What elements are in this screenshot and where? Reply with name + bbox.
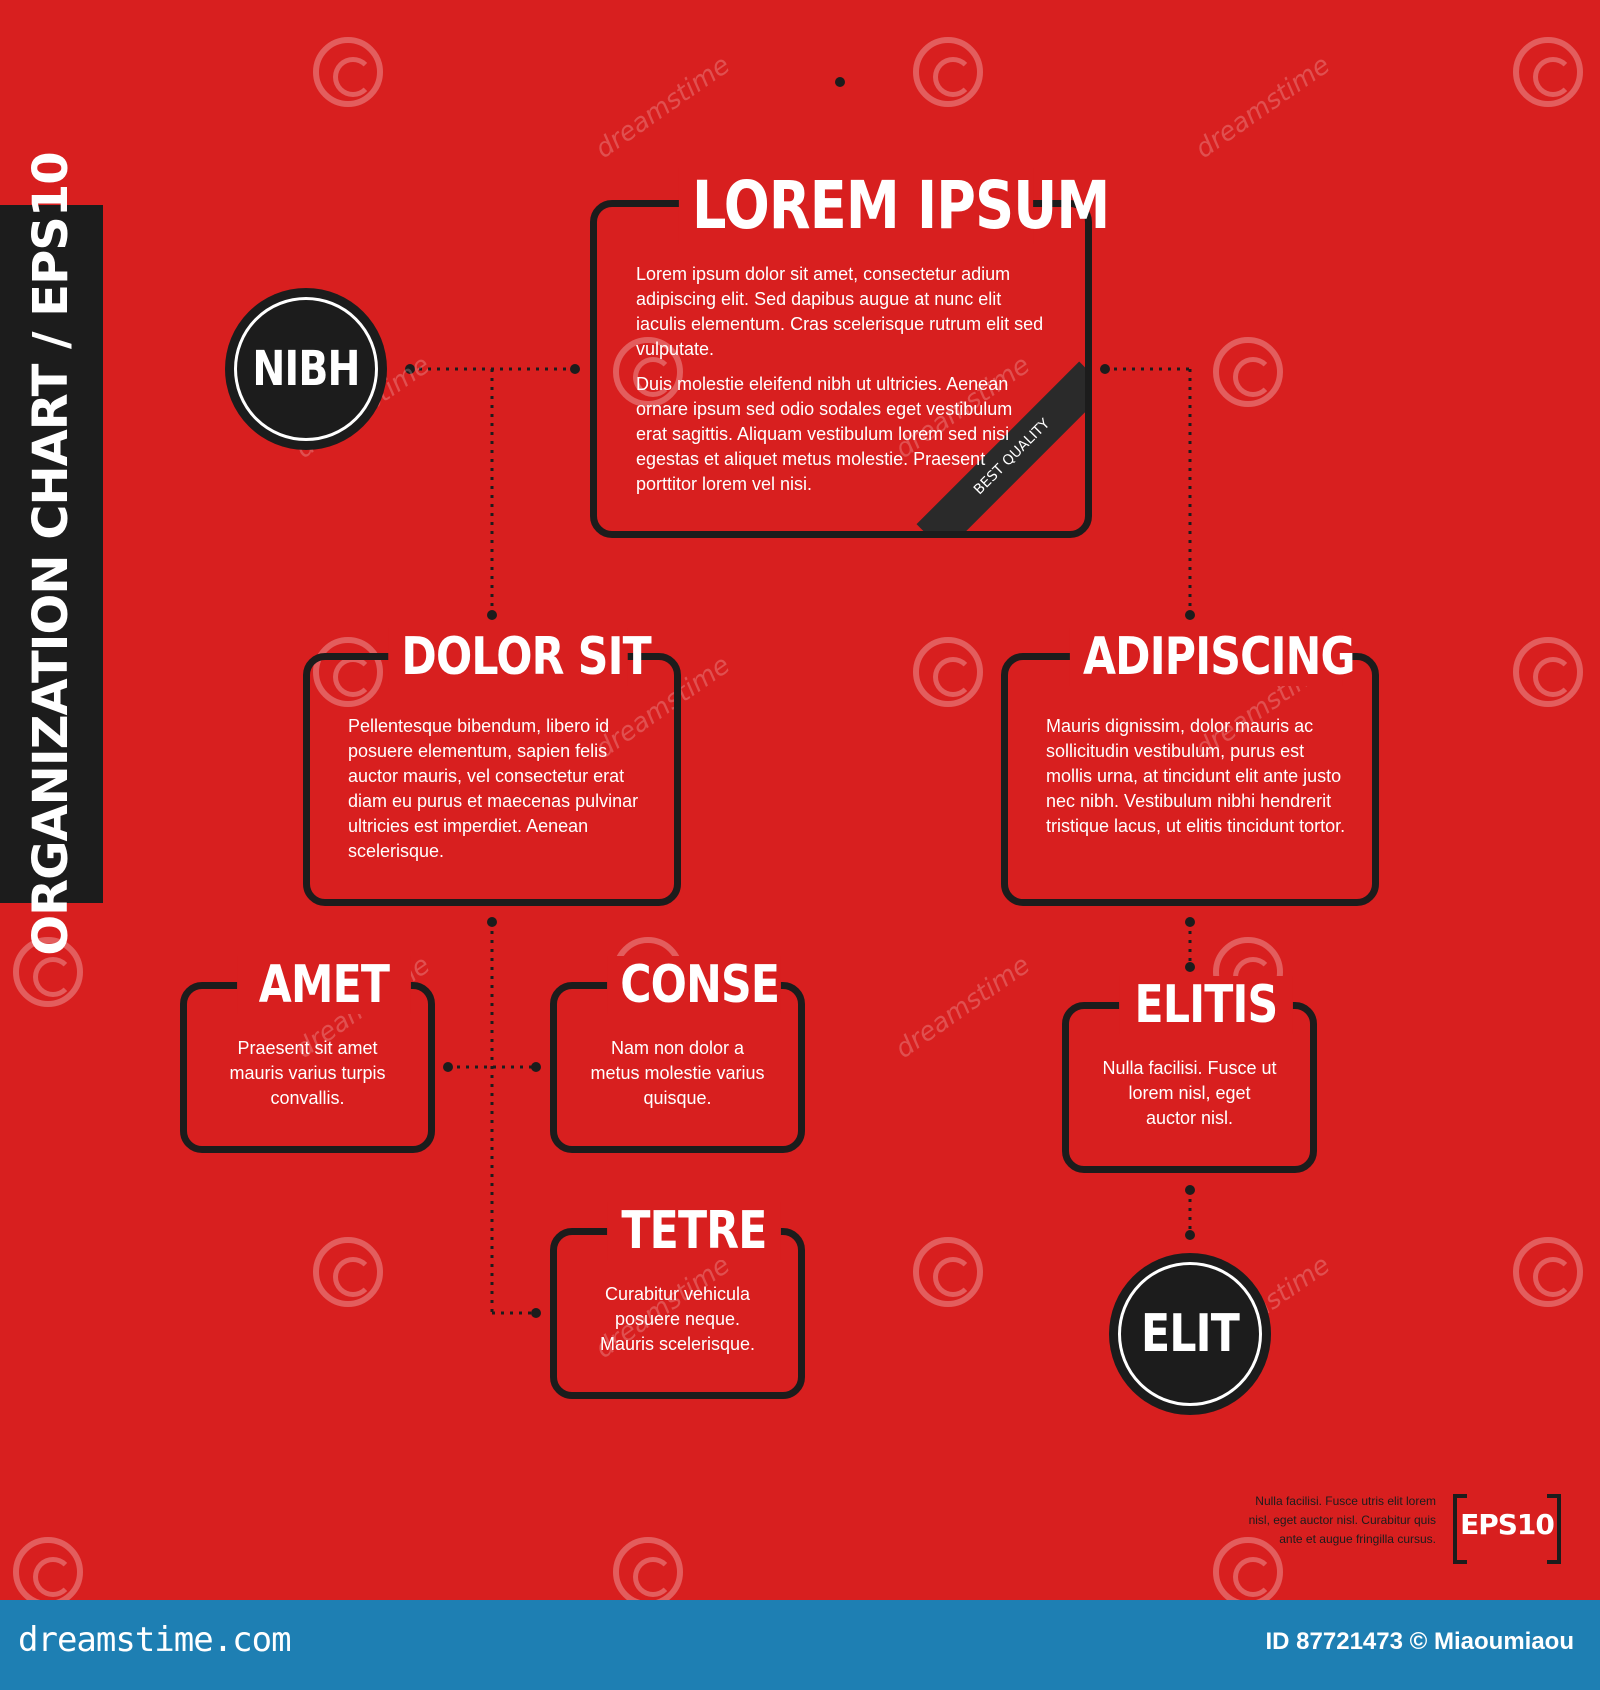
watermark-swirl-icon: [913, 1237, 983, 1307]
org-chart-canvas: dreamstime dreamstime dreamstime dreamst…: [0, 0, 1600, 1600]
eps-badge-label: EPS10: [1460, 1508, 1555, 1541]
node-title: ELITIS: [1119, 976, 1293, 1034]
side-title: ORGANIZATION CHART / EPS10: [23, 152, 79, 956]
node-body: Praesent sit amet mauris varius turpis c…: [229, 1038, 386, 1108]
node-body: Nulla facilisi. Fusce ut lorem nisl, ege…: [1102, 1058, 1277, 1128]
node-title: DOLOR SIT: [388, 628, 652, 686]
watermark-swirl-icon: [613, 1537, 683, 1600]
node-title: CONSE: [607, 956, 781, 1014]
watermark-swirl-icon: [1213, 1537, 1283, 1600]
node-body: Mauris dignissim, dolor mauris ac sollic…: [1046, 716, 1346, 836]
circle-label: ELIT: [1141, 1304, 1240, 1364]
node-body: Duis molestie eleifend nibh ut ultricies…: [636, 374, 1013, 494]
stock-footer-bar: dreamstime.com ID 87721473 © Miaoumiaou: [0, 1600, 1600, 1690]
node-title: TETRE: [607, 1202, 781, 1260]
footnote-text: Nulla facilisi. Fusce utris elit lorem n…: [1248, 1494, 1436, 1546]
watermark-swirl-icon: [613, 337, 683, 407]
circle-nibh: NIBH: [225, 288, 387, 450]
watermark-swirl-icon: [913, 37, 983, 107]
watermark-swirl-icon: [1513, 1237, 1583, 1307]
watermark-swirl-icon: [313, 37, 383, 107]
watermark-swirl-icon: [13, 1537, 83, 1600]
footer-image-id: ID 87721473 © Miaoumiaou: [1265, 1628, 1574, 1655]
node-body: Nam non dolor a metus molestie varius qu…: [590, 1038, 765, 1108]
node-title: LOREM IPSUM: [678, 168, 1110, 244]
node-title: AMET: [237, 956, 411, 1014]
node-title: ADIPISCING: [1069, 628, 1356, 686]
circle-elit: ELIT: [1109, 1253, 1271, 1415]
watermark-swirl-icon: [1513, 637, 1583, 707]
node-body: Curabitur vehicula posuere neque. Mauris…: [599, 1284, 756, 1354]
watermark-swirl-icon: [1513, 37, 1583, 107]
watermark-swirl-icon: [1213, 337, 1283, 407]
circle-label: NIBH: [252, 341, 360, 397]
node-body: Lorem ipsum dolor sit amet, consectetur …: [636, 264, 1044, 359]
node-body: Pellentesque bibendum, libero id posuere…: [348, 716, 639, 861]
eps-badge: EPS10: [1453, 1494, 1561, 1564]
watermark-swirl-icon: [13, 937, 83, 1007]
watermark-swirl-icon: [913, 637, 983, 707]
watermark-swirl-icon: [313, 1237, 383, 1307]
footer-logo: dreamstime.com: [18, 1620, 292, 1660]
connector-lines: [405, 77, 1195, 1318]
side-title-bar: ORGANIZATION CHART / EPS10: [0, 152, 103, 956]
